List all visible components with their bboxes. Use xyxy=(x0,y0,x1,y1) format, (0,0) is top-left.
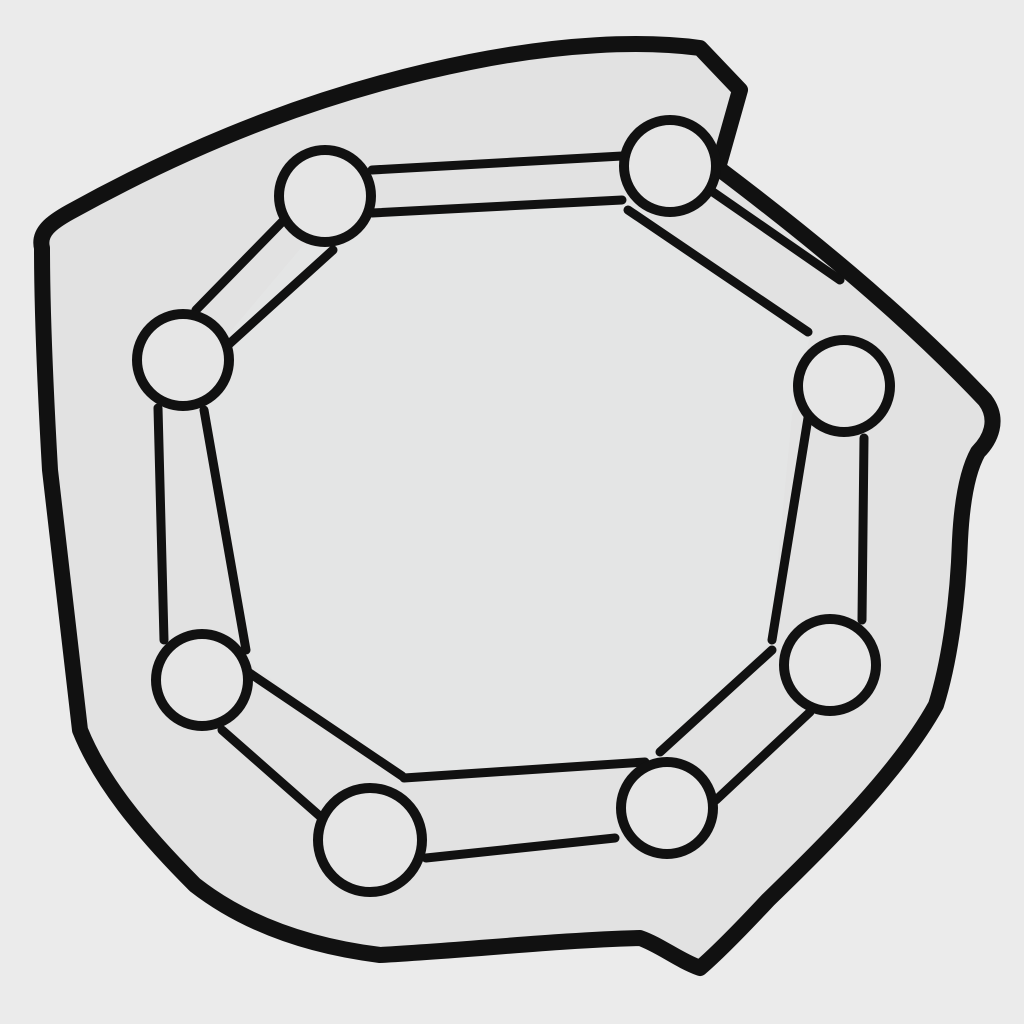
node-right-lower xyxy=(779,614,881,716)
node-right-upper xyxy=(793,335,895,437)
edge-upper-right xyxy=(623,185,845,337)
node-bottom-right xyxy=(616,757,718,859)
ring-nodes xyxy=(132,115,895,897)
edge-right xyxy=(767,413,869,645)
edge-left xyxy=(153,403,251,655)
node-top-right xyxy=(619,115,721,217)
ring-edges xyxy=(153,151,869,863)
node-left-lower xyxy=(151,629,253,731)
inner-region xyxy=(205,198,810,778)
edge-lower-right xyxy=(655,645,815,805)
edge-upper-left xyxy=(191,217,338,350)
node-left-upper xyxy=(132,309,234,411)
node-top-left xyxy=(274,145,376,247)
edge-lower-left xyxy=(217,667,407,823)
edge-top xyxy=(367,151,627,218)
node-bottom-left xyxy=(313,783,427,897)
edge-bottom xyxy=(399,757,650,863)
